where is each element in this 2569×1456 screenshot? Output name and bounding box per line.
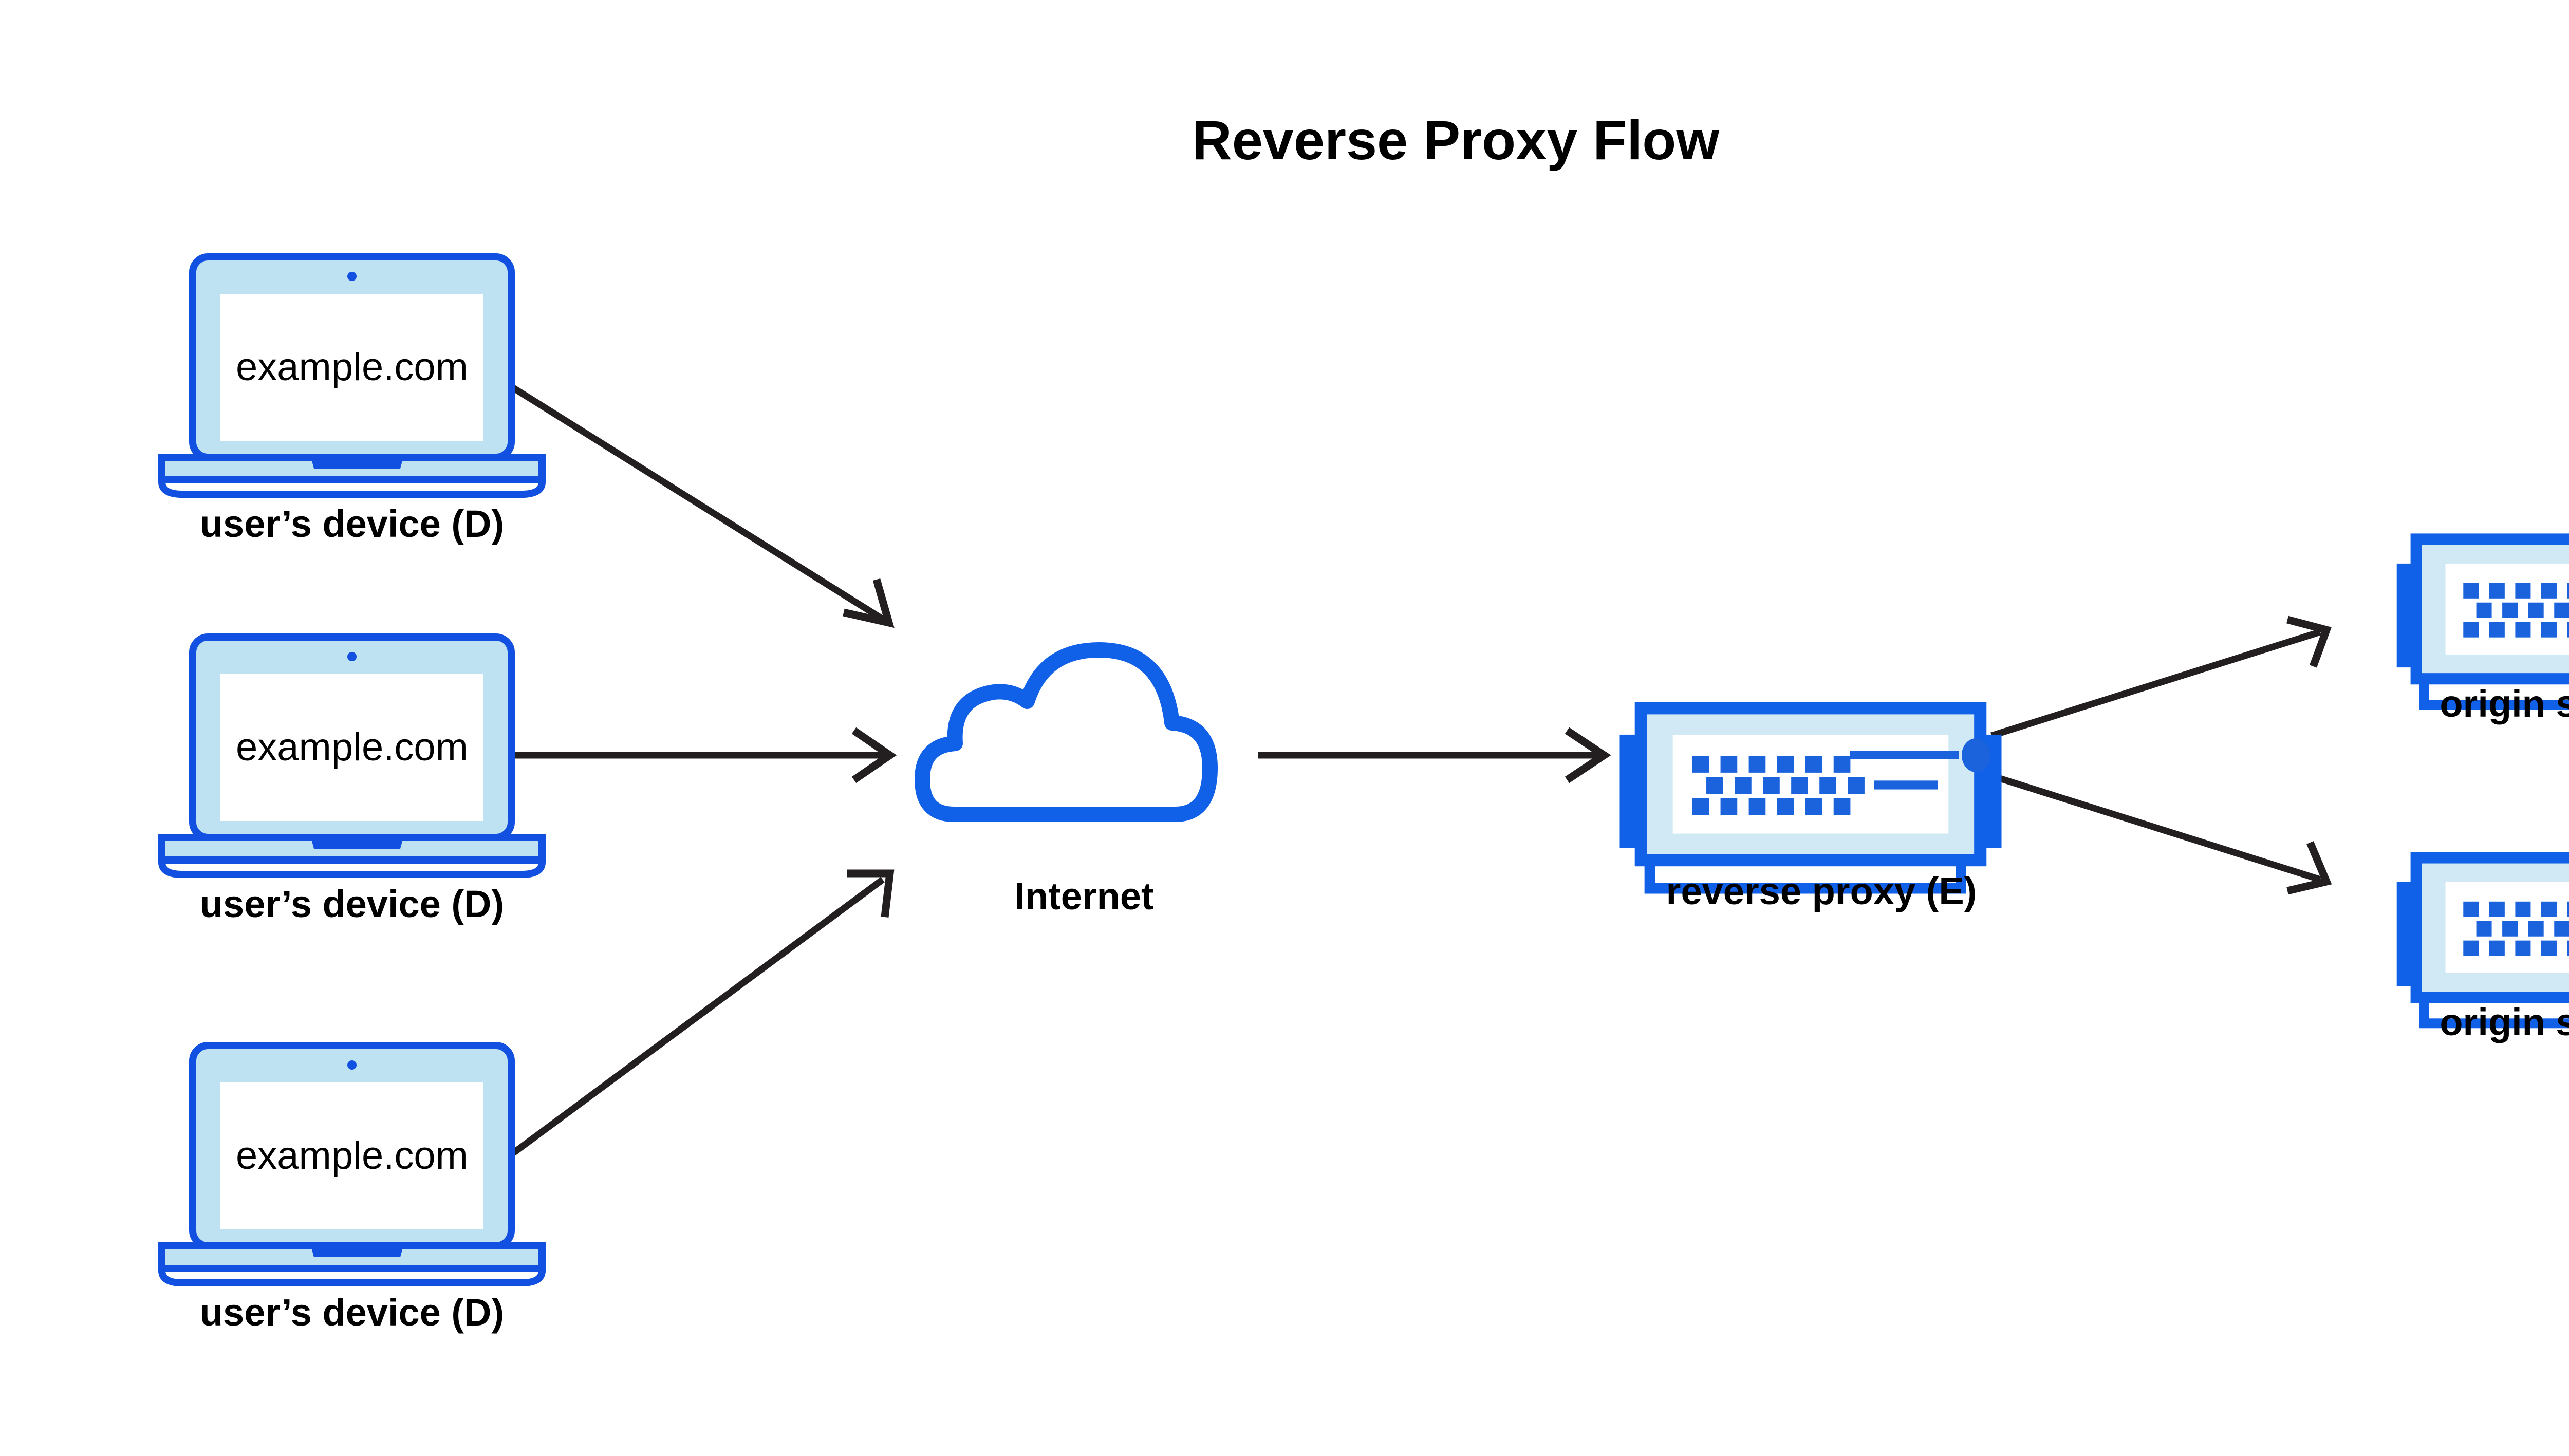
node-internet[interactable]: Internet: [922, 650, 1210, 918]
laptop-screen-text: example.com: [236, 345, 468, 389]
cloud-icon: [922, 650, 1210, 814]
arrow-client-middle-to-internet: [497, 727, 897, 783]
laptop-screen-text: example.com: [236, 725, 468, 769]
arrow-proxy-to-origin-bottom: [1990, 772, 2332, 895]
arrow-internet-to-proxy: [1258, 727, 1611, 783]
node-label-internet: Internet: [1014, 875, 1153, 918]
server-icon: [2397, 539, 2569, 704]
node-origin-bottom[interactable]: origin server (F): [2397, 857, 2569, 1043]
node-label-client-bottom: user’s device (D): [200, 1291, 504, 1334]
server-status-bar: [1850, 751, 1959, 759]
server-icon: [1619, 708, 2001, 888]
server-icon: [2397, 857, 2569, 1023]
arrow-client-bottom-to-internet: [499, 869, 895, 1165]
node-label-reverse-proxy: reverse proxy (E): [1666, 870, 1977, 912]
server-status-dot: [1962, 738, 1990, 772]
node-label-client-top: user’s device (D): [200, 502, 504, 545]
arrow-client-top-to-internet: [499, 377, 895, 628]
node-client-bottom[interactable]: example.com user’s device (D): [162, 1046, 542, 1334]
laptop-screen-text: example.com: [236, 1134, 468, 1178]
node-label-origin-top: origin server (F): [2440, 682, 2569, 725]
node-origin-top[interactable]: origin server (F): [2397, 539, 2569, 725]
node-label-origin-bottom: origin server (F): [2440, 1001, 2569, 1043]
node-client-top[interactable]: example.com user’s device (D): [162, 257, 542, 545]
node-reverse-proxy[interactable]: reverse proxy (E): [1619, 708, 2001, 912]
page-title: Reverse Proxy Flow: [1192, 109, 1720, 171]
arrow-proxy-to-origin-top: [1990, 615, 2332, 739]
node-client-middle[interactable]: example.com user’s device (D): [162, 637, 542, 925]
flow-arrows: [497, 377, 2332, 1165]
node-label-client-middle: user’s device (D): [200, 883, 504, 925]
